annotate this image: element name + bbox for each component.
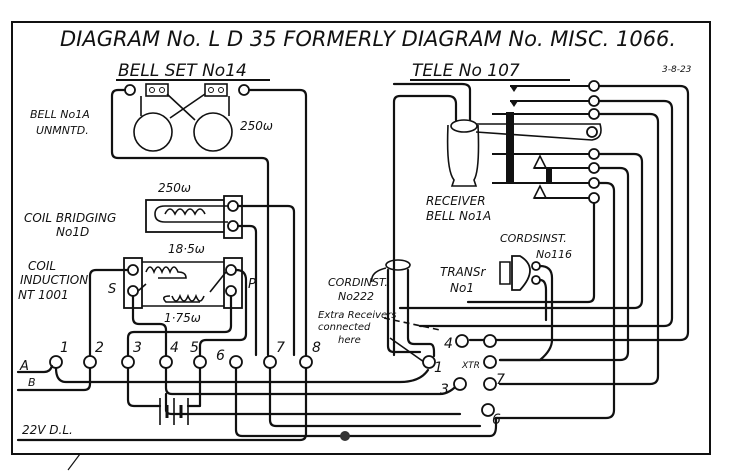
tele-terminal-xtr: XTR (461, 361, 480, 371)
bell-terminal-8: 8 (312, 340, 321, 356)
tele-terminal-4: 4 (444, 336, 453, 352)
hook-switch (492, 85, 590, 199)
extra-receivers-label-2: connected (318, 322, 371, 333)
tele-heading: TELE No 107 (412, 61, 520, 81)
bell-terminal-3: 3 (133, 340, 142, 356)
coil-bridging-label: COIL BRIDGING (24, 211, 116, 225)
cord-116-label-1: CORDSINST. (500, 232, 567, 245)
bell-terminal-5: 5 (190, 340, 199, 356)
bell-label-1: BELL No1A (30, 108, 90, 121)
receiver-label-1: RECEIVER (426, 194, 486, 208)
cord-222-label-1: CORDINST. (328, 276, 388, 289)
coil-induction-label-1: COIL (28, 259, 56, 273)
extra-receivers-label-3: here (338, 335, 361, 346)
ink-blot (340, 431, 350, 441)
line-b-label: B (28, 376, 36, 389)
tele-terminal-7: 7 (496, 372, 505, 388)
bell-terminal-7: 7 (276, 340, 285, 356)
border-tick (67, 453, 81, 471)
coil-bridging-number: No1D (56, 225, 89, 239)
induction-secondary-resistance: 1·75ω (164, 311, 201, 325)
transmitter-label-2: No1 (450, 281, 474, 295)
cord-222-label-2: No222 (338, 290, 374, 303)
bell-set-terminal-strip (49, 355, 313, 369)
tele-terminal-strip (422, 334, 497, 417)
battery-icon (159, 398, 189, 425)
receiver-hook (446, 112, 602, 187)
coil-induction-label-2: INDUCTION (20, 273, 88, 287)
transmitter-icon (499, 255, 541, 291)
induction-p-label: P (248, 277, 256, 292)
bell-terminal-2: 2 (95, 340, 104, 356)
cord-116-label-2: No116 (536, 248, 572, 261)
tele-terminal-1: 1 (434, 360, 443, 376)
diagram-title: DIAGRAM No. L D 35 FORMERLY DIAGRAM No. … (60, 27, 676, 51)
diagram-date: 3-8-23 (662, 65, 692, 75)
bell-terminal-1: 1 (60, 340, 69, 356)
coil-induction (123, 257, 243, 309)
coil-induction-label-3: NT 1001 (18, 288, 69, 302)
bell-set-heading: BELL SET No14 (118, 61, 247, 81)
bell-terminal-6: 6 (216, 348, 225, 364)
coil-bridging-resistance: 250ω (158, 181, 191, 195)
bell-resistance: 250ω (240, 119, 273, 133)
transmitter-label-1: TRANSr (440, 265, 486, 279)
induction-s-label: S (108, 282, 116, 297)
bell-no1a (124, 83, 250, 152)
induction-primary-resistance: 18·5ω (168, 242, 205, 256)
line-a-label: A (19, 359, 29, 374)
extra-receivers-label-1: Extra Receivers (318, 310, 397, 321)
receiver-label-2: BELL No1A (426, 209, 491, 223)
battery-line-label: 22V D.L. (22, 423, 73, 437)
tele-terminal-6: 6 (492, 412, 501, 428)
diagram-border (11, 21, 711, 455)
cord-222-clamp (385, 259, 411, 271)
coil-bridging (145, 195, 243, 239)
tele-terminal-3: 3 (440, 382, 449, 398)
bell-label-2: UNMNTD. (36, 124, 89, 137)
tele-right-terminals (588, 80, 600, 204)
bell-terminal-4: 4 (170, 340, 179, 356)
